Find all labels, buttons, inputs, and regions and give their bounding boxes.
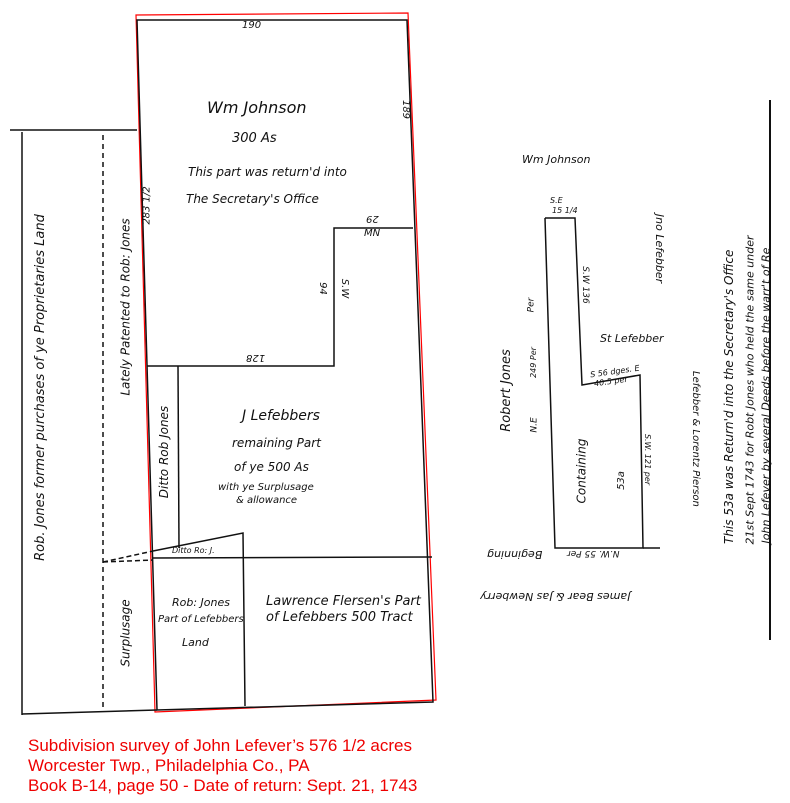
- robert-jones: Robert Jones: [498, 349, 514, 432]
- johnson-acres: 300 As: [232, 131, 277, 146]
- caption-line-2: Worcester Twp., Philadelphia Co., PA: [28, 756, 310, 775]
- rob-jones-part-2: Part of Lefebbers: [158, 614, 244, 625]
- james-bear: James Bear & Jas Newberry: [480, 590, 631, 603]
- ditto-rob-jones: Ditto Rob Jones: [157, 405, 172, 499]
- johnson-note-2: The Secretary's Office: [186, 192, 319, 206]
- caption-line-1: Subdivision survey of John Lefever’s 576…: [28, 736, 412, 755]
- notch-side-dir: S.W: [339, 278, 351, 299]
- caption-line-3: Book B-14, page 50 - Date of return: Sep…: [28, 776, 418, 795]
- top-bearing: 190: [242, 20, 262, 31]
- lefebbers-1: J Lefebbers: [242, 408, 320, 424]
- red-outline: [135, 12, 437, 713]
- nw-55: N.W. 55 Per: [567, 548, 620, 558]
- se-label: S.E: [550, 196, 563, 205]
- johnson-name: Wm Johnson: [207, 98, 307, 117]
- left-bearing: 283 1/2: [141, 186, 153, 225]
- notch-side: 94: [316, 282, 328, 295]
- lawrence-1: Lawrence Flersen's Part: [266, 594, 421, 609]
- containing-1: Containing: [574, 438, 589, 504]
- note-1: This 53a was Return'd into the Secretary…: [722, 249, 736, 544]
- sw-value: S.W 136: [579, 266, 590, 304]
- north-owner: Wm Johnson: [522, 153, 591, 166]
- notch-bottom: 128: [246, 352, 266, 363]
- note-3: John Lefever by several Deeds before the…: [759, 247, 773, 544]
- ne-dir: N.E: [529, 417, 540, 433]
- surplusage: Surplusage: [118, 599, 133, 667]
- lefebbers-2: remaining Part: [232, 436, 321, 450]
- notch-top-dir: MN: [364, 228, 381, 239]
- strip-1: Rob. Jones former purchases of ye Propri…: [32, 214, 48, 561]
- se-value: 15 1/4: [552, 206, 578, 215]
- sw-121: S.W. 121 per: [643, 433, 653, 486]
- rob-jones-part-3: Land: [182, 636, 209, 649]
- johnson-note-1: This part was return'd into: [188, 165, 347, 179]
- ne-value: 249 Per: [528, 347, 538, 378]
- lefebbers-4: with ye Surplusage: [218, 482, 314, 493]
- containing-3: 53a: [615, 471, 627, 490]
- ditto-rj: Ditto Ro: J.: [172, 546, 215, 555]
- rob-jones-part-1: Rob: Jones: [172, 596, 231, 609]
- note-2: 21st Sept 1743 for Robt Jones who held t…: [743, 235, 757, 545]
- lawrence-2: of Lefebbers 500 Tract: [266, 610, 413, 625]
- jno-lefebber: Jno Lefebber: [653, 213, 667, 284]
- st-lefebber: St Lefebber: [600, 332, 664, 345]
- right-bearing: 189: [400, 99, 412, 120]
- per-label: Per: [526, 297, 537, 313]
- beginning: Beginning: [487, 548, 543, 561]
- main-tract-boundary: [136, 19, 434, 711]
- lefebbers-3: of ye 500 As: [234, 460, 309, 474]
- lefebber-lorentz: Lefebber & Lorentz Pierson: [690, 371, 701, 507]
- lefebbers-5: & allowance: [236, 495, 298, 506]
- strip-2: Lately Patented to Rob: Jones: [118, 218, 133, 396]
- notch-top: 29: [366, 213, 379, 224]
